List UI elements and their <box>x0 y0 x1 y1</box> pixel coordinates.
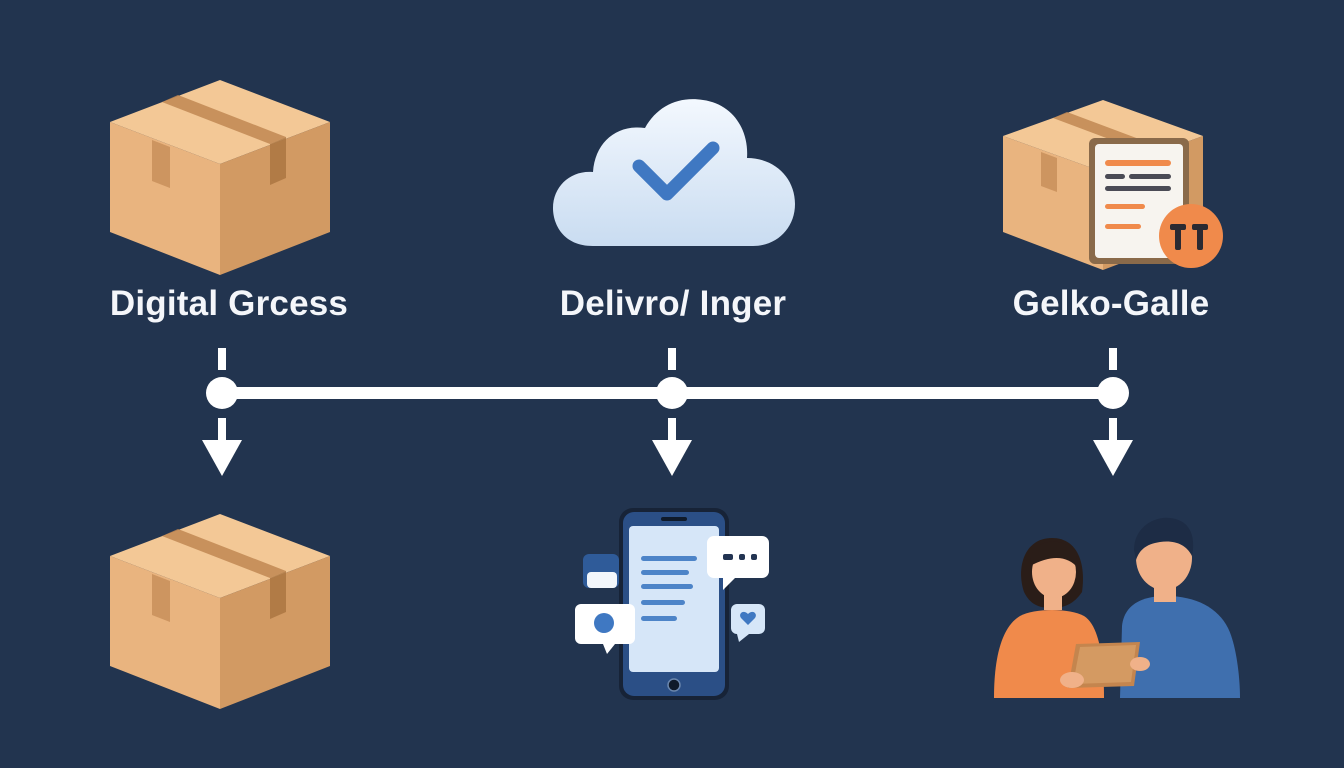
down-arrow-icon <box>1093 440 1133 476</box>
stage-connector-2 <box>652 348 692 476</box>
cloud-check-icon <box>553 99 795 246</box>
stage-connector-1 <box>202 348 242 476</box>
down-arrow-icon <box>652 440 692 476</box>
package-box-icon <box>110 80 330 275</box>
package-box-icon <box>110 514 330 709</box>
timeline-node-1 <box>206 377 238 409</box>
stage-connector-3 <box>1093 348 1133 476</box>
package-document-icon <box>1003 100 1223 270</box>
stage-label-3: Gelko-Galle <box>1012 284 1210 323</box>
timeline-node-2 <box>656 377 688 409</box>
down-arrow-icon <box>202 440 242 476</box>
stage-label-2: Delivro/ Inger <box>559 284 787 323</box>
timeline-node-3 <box>1097 377 1129 409</box>
stage-label-1: Digital Grcess <box>109 284 349 323</box>
people-tablet-icon <box>994 517 1240 698</box>
smartphone-chat-icon <box>575 508 769 700</box>
